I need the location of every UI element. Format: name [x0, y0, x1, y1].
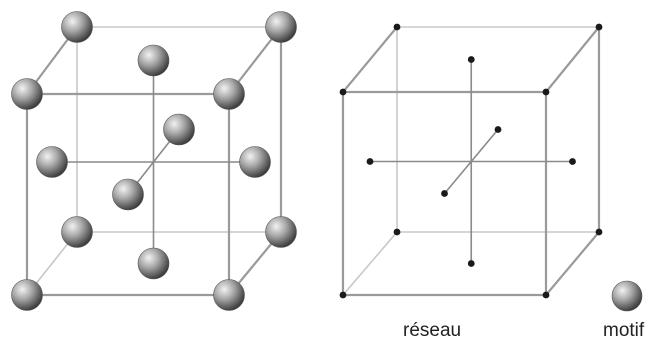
crystal-face-atom [163, 113, 195, 146]
crystal-face-atom [112, 178, 144, 211]
crystal-face-atom [137, 247, 170, 280]
crystal-corner-atom [11, 78, 43, 110]
crystal-corner-atom [11, 279, 43, 311]
lattice-face-node [467, 56, 475, 63]
crystal-corner-atom [61, 11, 93, 43]
lattice-corner-node [393, 23, 401, 31]
lattice-face-node [366, 158, 374, 165]
crystal-face-atom [137, 44, 170, 77]
crystal-corner-atom [265, 11, 297, 43]
lattice-axis [443, 128, 499, 195]
lattice-diagram [339, 23, 603, 299]
lattice-face-node [569, 158, 576, 165]
motif-atom-icon [611, 280, 643, 312]
lattice-edge [342, 231, 398, 296]
lattice-corner-node [595, 23, 603, 31]
lattice-face-node [494, 126, 502, 133]
crystal-structure [11, 11, 297, 311]
lattice-corner-node [339, 88, 347, 96]
lattice-edge [544, 230, 601, 297]
motif-label: motif [603, 320, 645, 341]
lattice-face-node [441, 190, 448, 197]
lattice-corner-node [542, 88, 550, 96]
lattice-corner-node [542, 291, 550, 299]
lattice-edge [544, 25, 601, 94]
crystal-corner-atom [265, 216, 297, 248]
lattice-edge [341, 25, 399, 94]
lattice-corner-node [393, 228, 401, 236]
crystal-corner-atom [213, 279, 245, 311]
crystal-corner-atom [213, 78, 245, 110]
crystal-corner-atom [61, 216, 93, 248]
lattice-label: réseau [403, 320, 461, 341]
lattice-corner-node [339, 291, 347, 299]
lattice-face-node [467, 260, 475, 267]
lattice-corner-node [595, 228, 603, 236]
crystal-face-atom [239, 146, 271, 178]
motif-atom [611, 280, 643, 312]
crystal-face-atom [36, 146, 68, 178]
